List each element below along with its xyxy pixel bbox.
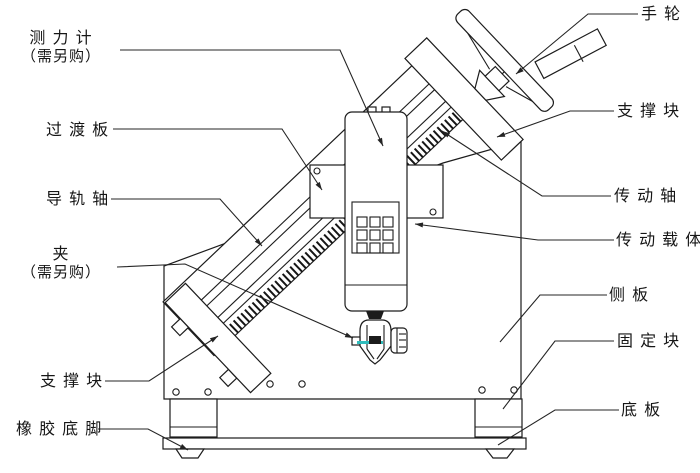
rubber-foot-left-shape bbox=[174, 448, 206, 459]
label-clamp-line1: 夹 bbox=[52, 244, 70, 263]
label-guide-rail-shaft: 导 轨 轴 bbox=[46, 189, 110, 208]
handwheel-shape bbox=[455, 8, 555, 112]
bolt-icons bbox=[172, 380, 518, 396]
force-gauge-shape bbox=[344, 106, 408, 312]
label-rubber-feet: 橡 胶 底 脚 bbox=[16, 419, 103, 438]
fixing-block-left-shape bbox=[169, 398, 218, 438]
label-support-block-left: 支 撑 块 bbox=[40, 371, 104, 390]
base-plate-shape bbox=[162, 437, 527, 450]
handwheel-hub-shape bbox=[464, 28, 536, 104]
leader-arrowheads bbox=[179, 67, 524, 450]
label-dynamometer: 测 力 计 （需另购） bbox=[0, 28, 122, 66]
label-clamp: 夹 （需另购） bbox=[0, 244, 122, 282]
label-transition-plate: 过 渡 板 bbox=[46, 120, 110, 139]
keypad-buttons bbox=[356, 216, 394, 254]
lead-screw-shape bbox=[225, 110, 463, 337]
fixing-block-right-shape bbox=[474, 398, 523, 438]
clamp-knob-shape bbox=[390, 327, 408, 354]
label-base-plate: 底 板 bbox=[621, 400, 662, 419]
label-dynamometer-line1: 测 力 计 bbox=[29, 28, 93, 47]
label-drive-shaft: 传 动 轴 bbox=[614, 186, 678, 205]
label-clamp-line2: （需另购） bbox=[20, 263, 101, 281]
handwheel-handle-shape bbox=[534, 28, 608, 80]
label-handwheel: 手 轮 bbox=[641, 4, 682, 23]
label-drive-carrier: 传 动 载 体 bbox=[616, 230, 700, 249]
label-fixing-block: 固 定 块 bbox=[617, 331, 681, 350]
clamp-shape bbox=[351, 311, 408, 365]
rubber-foot-right-shape bbox=[484, 448, 516, 459]
label-dynamometer-line2: （需另购） bbox=[20, 47, 101, 65]
label-support-block-right: 支 撑 块 bbox=[617, 101, 681, 120]
label-side-plate: 侧 板 bbox=[609, 285, 650, 304]
leader-lines bbox=[98, 13, 638, 451]
support-block-lower-shape bbox=[164, 282, 272, 394]
